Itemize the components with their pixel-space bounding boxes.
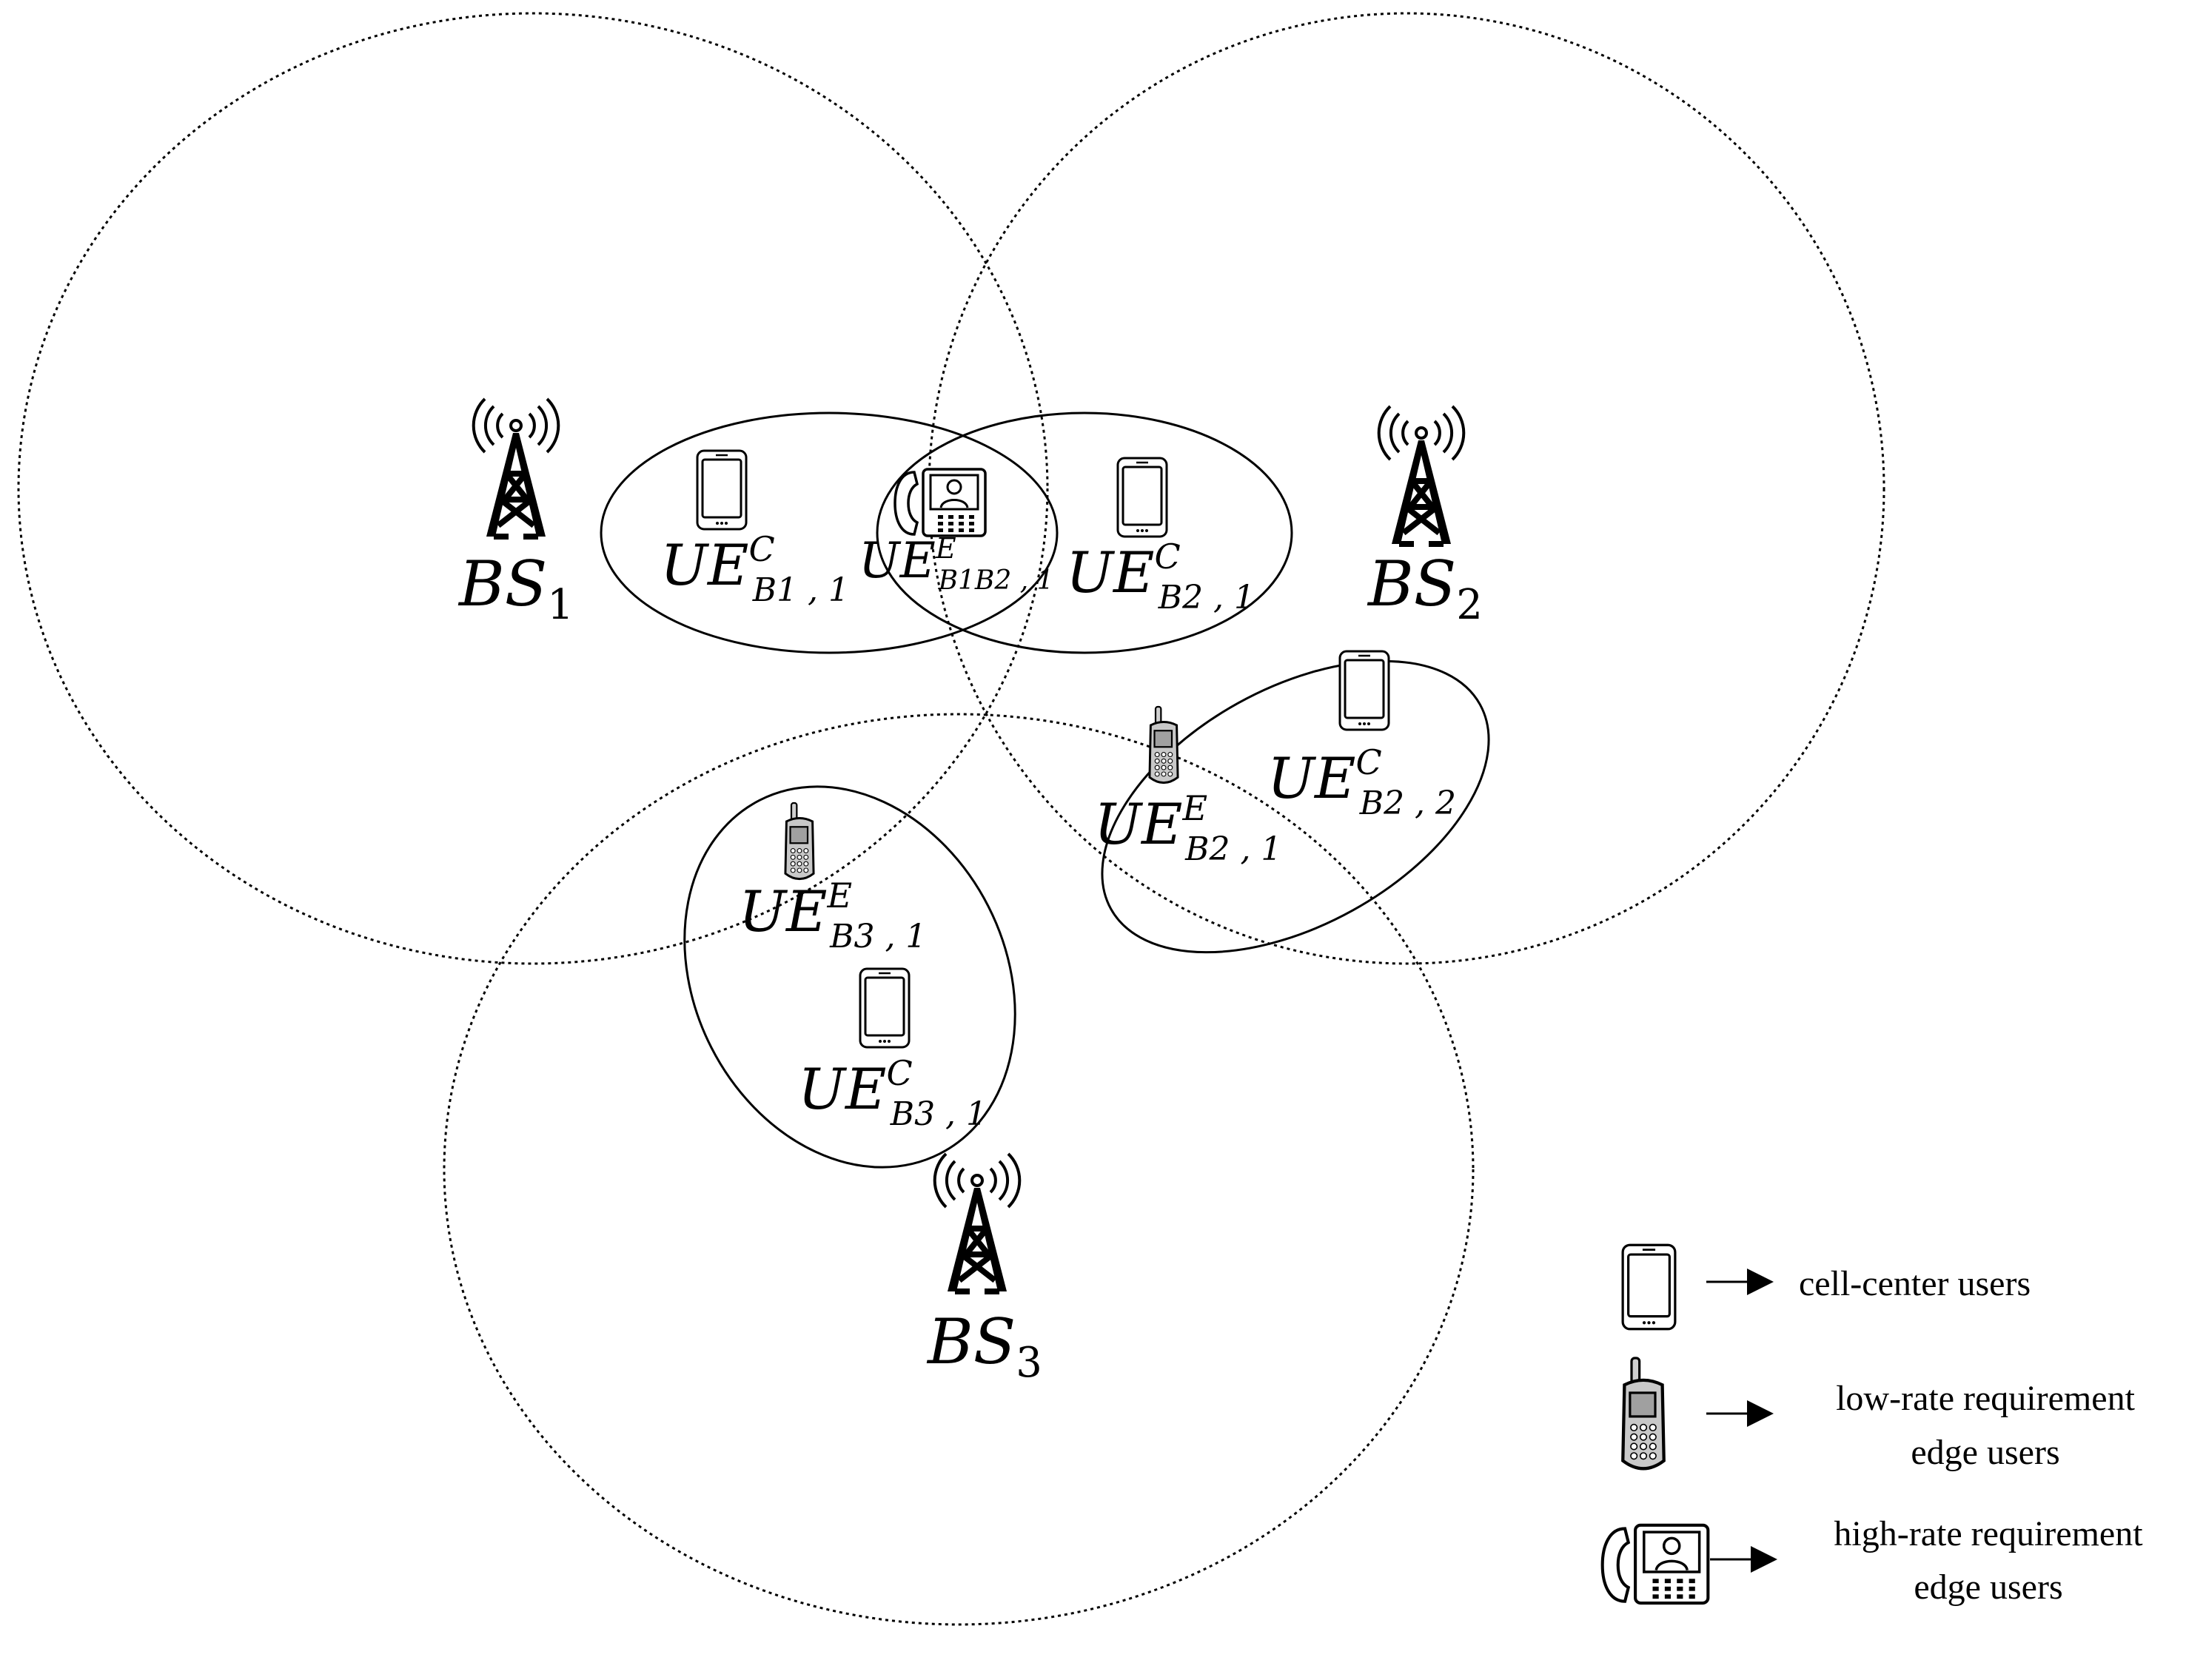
ue-label: UE	[739, 878, 828, 944]
bs2-label: BS	[1367, 548, 1456, 620]
cluster-b2-edge	[1101, 659, 1490, 954]
ue-label: UE	[1267, 745, 1356, 811]
bs1-coverage	[17, 12, 1049, 965]
ue-subscript: B3 , 1	[829, 918, 926, 955]
feature-phone-icon	[1623, 1358, 1663, 1468]
ue-subscript: B2 , 1	[1184, 830, 1281, 868]
cell-tower-icon	[935, 1154, 1020, 1291]
ue-subscript: B1 , 1	[752, 571, 849, 609]
smartphone-icon	[696, 449, 748, 531]
legend-cell-center-label: cell-center users	[1799, 1264, 2031, 1303]
bs3-coverage	[443, 713, 1475, 1626]
smartphone-icon	[1338, 650, 1390, 731]
legend-high-rate: high-rate requirement edge users	[1603, 1514, 2143, 1607]
svg-text:BS3: BS3	[926, 1306, 1042, 1387]
ue-label: UE	[859, 532, 936, 589]
cluster-b2	[876, 411, 1293, 654]
user-clusters	[600, 411, 1490, 1169]
svg-text:BS1: BS1	[457, 548, 574, 629]
bs3-subscript: 3	[1016, 1339, 1042, 1387]
ue-label: UE	[660, 532, 749, 598]
bs3-label: BS	[926, 1306, 1016, 1378]
ue-label: UE	[1094, 791, 1183, 857]
ue-superscript: E	[1182, 788, 1208, 828]
smartphone-icon	[1116, 457, 1168, 538]
legend-low-rate-line2: edge users	[1911, 1433, 2059, 1472]
bs1-label: BS	[457, 548, 547, 620]
base-station-bs3: BS3	[926, 1154, 1042, 1387]
smartphone-icon	[859, 967, 911, 1049]
legend-cell-center: cell-center users	[1621, 1243, 2031, 1331]
ue-subscript: B2 , 1	[1158, 579, 1255, 616]
bs2-subscript: 2	[1456, 581, 1483, 629]
legend-low-rate-line1: low-rate requirement	[1836, 1379, 2135, 1418]
feature-phone-icon	[784, 802, 815, 881]
base-station-bs2: BS2	[1367, 406, 1483, 629]
video-phone-icon	[1603, 1525, 1709, 1603]
ue-superscript: C	[887, 1053, 913, 1093]
ue-superscript: E	[935, 532, 956, 565]
video-phone-icon	[893, 468, 987, 537]
bs2-coverage	[928, 12, 1885, 965]
base-station-bs1: BS1	[457, 399, 574, 629]
ue-superscript: C	[1356, 742, 1382, 782]
ue-superscript: E	[827, 876, 853, 915]
legend-high-rate-line2: edge users	[1914, 1568, 2062, 1607]
cluster-b3	[683, 785, 1016, 1169]
ue-label: UE	[798, 1056, 887, 1122]
ue-subscript: B2 , 2	[1359, 784, 1456, 822]
legend-high-rate-line1: high-rate requirement	[1834, 1514, 2143, 1553]
smartphone-icon	[1621, 1243, 1677, 1331]
ue-superscript: C	[1155, 537, 1181, 577]
bs1-subscript: 1	[547, 581, 574, 629]
cell-tower-icon	[474, 399, 559, 537]
legend: cell-center users low-rate requirement e…	[1603, 1243, 2143, 1607]
coverage-areas	[17, 12, 1885, 1626]
cell-tower-icon	[1379, 406, 1464, 544]
svg-text:BS2: BS2	[1367, 548, 1483, 629]
feature-phone-icon	[1148, 705, 1179, 784]
ue-subscript: B3 , 1	[890, 1095, 987, 1133]
ue-label: UE	[1066, 540, 1155, 605]
ue-superscript: C	[749, 529, 775, 569]
cluster-b1	[600, 411, 1059, 654]
legend-low-rate: low-rate requirement edge users	[1623, 1358, 2136, 1472]
ue-subscript: B1B2 , 1	[938, 565, 1054, 596]
